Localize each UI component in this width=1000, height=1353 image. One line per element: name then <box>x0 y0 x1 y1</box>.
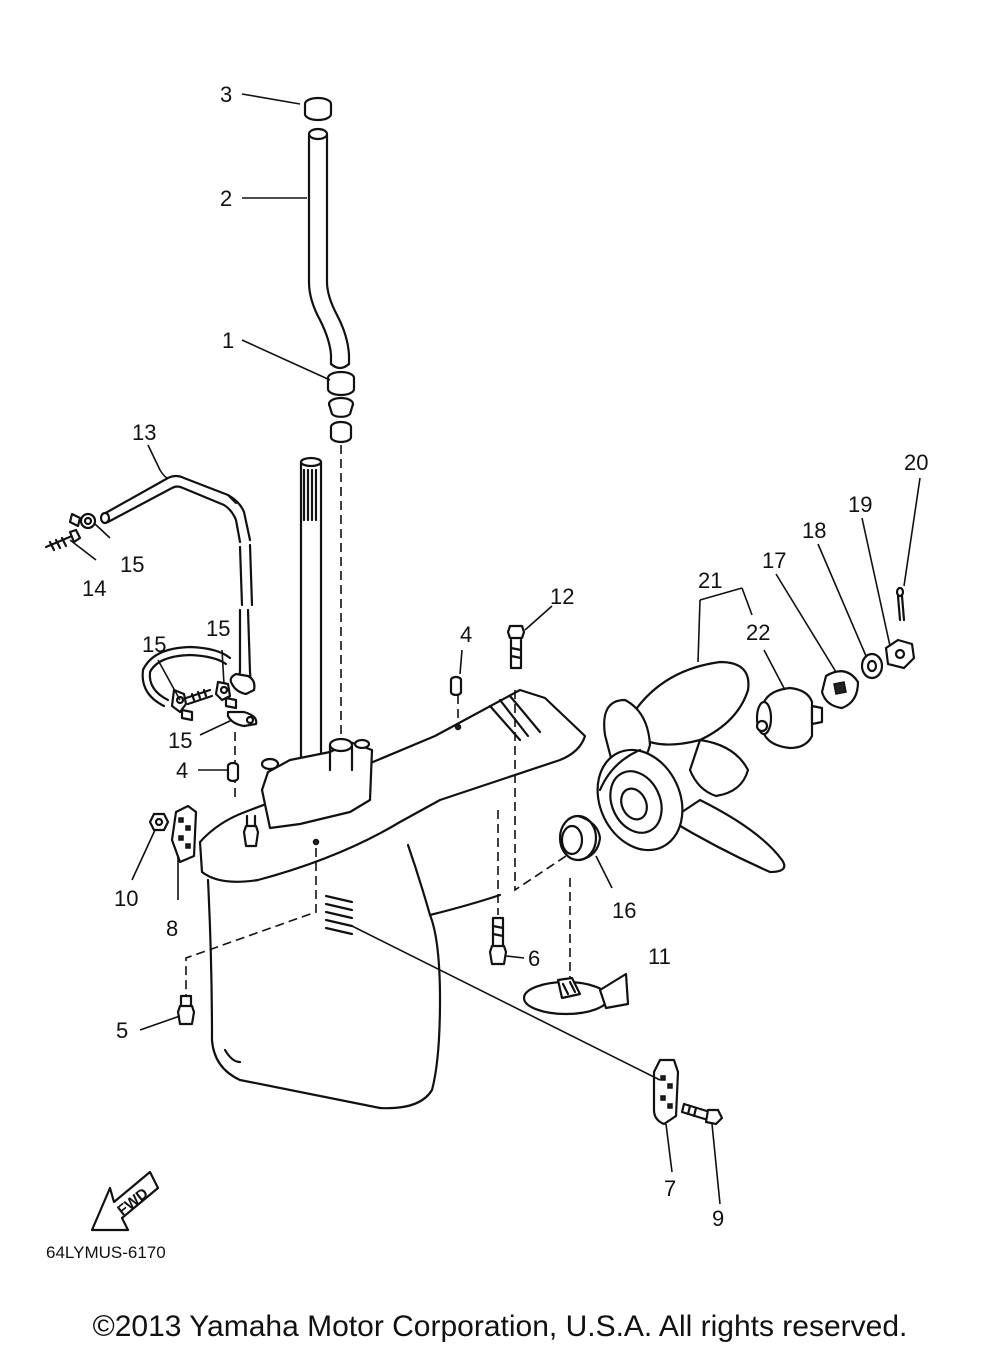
part-1-grommet <box>326 370 356 444</box>
callout-14: 14 <box>82 576 106 601</box>
part-7-anode-block <box>652 1058 680 1126</box>
callout-15: 15 <box>206 616 230 641</box>
callout-13: 13 <box>132 420 156 445</box>
part-21-propeller <box>596 660 786 874</box>
part-18-washer <box>860 652 884 680</box>
lower-casing <box>198 688 587 1110</box>
hose-loop <box>141 645 256 708</box>
fwd-arrow-icon: FWD <box>90 1170 160 1232</box>
callout-15: 15 <box>120 552 144 577</box>
part-15-clip-lower <box>226 710 258 728</box>
part-17-washer <box>820 670 860 710</box>
callout-19: 19 <box>848 492 872 517</box>
callout-5: 5 <box>116 1018 128 1043</box>
callout-4: 4 <box>176 758 188 783</box>
callout-10: 10 <box>114 886 138 911</box>
callout-21: 21 <box>698 568 722 593</box>
part-12-bolt <box>506 624 526 670</box>
callout-2: 2 <box>220 186 232 211</box>
copyright-notice: ©2013 Yamaha Motor Corporation, U.S.A. A… <box>92 1310 908 1343</box>
part-3-cap <box>303 96 333 122</box>
callout-20: 20 <box>904 450 928 475</box>
callout-1: 1 <box>222 328 234 353</box>
part-4-dowel-pin-upper <box>449 675 463 697</box>
part-15-clip-left <box>170 688 214 722</box>
callout-18: 18 <box>802 518 826 543</box>
part-9-bolt <box>680 1102 724 1126</box>
callout-labels: 3 2 1 13 15 14 15 15 15 4 4 12 10 8 5 6 … <box>82 82 928 1231</box>
drive-shaft <box>299 456 323 777</box>
part-19-castle-nut <box>884 638 916 670</box>
callout-4: 4 <box>460 622 472 647</box>
part-10-nut <box>148 812 170 832</box>
part-13-hose <box>99 474 254 694</box>
callout-6: 6 <box>528 946 540 971</box>
housing-screw <box>242 814 260 848</box>
part-16-seal <box>558 814 602 862</box>
part-5-bolt <box>176 994 196 1026</box>
part-14-screw <box>44 528 82 552</box>
diagram-reference-code: 64LYMUS-6170 <box>46 1243 166 1262</box>
callout-7: 7 <box>664 1176 676 1201</box>
callout-16: 16 <box>612 898 636 923</box>
callout-9: 9 <box>712 1206 724 1231</box>
part-22-spacer <box>755 686 824 750</box>
part-15-clip-upper <box>68 512 97 530</box>
callout-22: 22 <box>746 620 770 645</box>
part-4-dowel-pin-lower <box>226 761 240 783</box>
callout-3: 3 <box>220 82 232 107</box>
callout-15: 15 <box>168 728 192 753</box>
callout-11: 11 <box>648 944 671 969</box>
callout-8: 8 <box>166 916 178 941</box>
part-15-clip-right <box>214 680 238 710</box>
leader-lines <box>69 93 921 1205</box>
part-11-anode <box>522 972 630 1016</box>
callout-12: 12 <box>550 584 574 609</box>
part-20-cotter-pin <box>895 586 906 622</box>
part-8-bracket <box>170 804 198 864</box>
callout-17: 17 <box>762 548 786 573</box>
callout-15: 15 <box>142 632 166 657</box>
part-2-water-tube <box>307 127 351 370</box>
part-6-bolt <box>488 916 508 966</box>
